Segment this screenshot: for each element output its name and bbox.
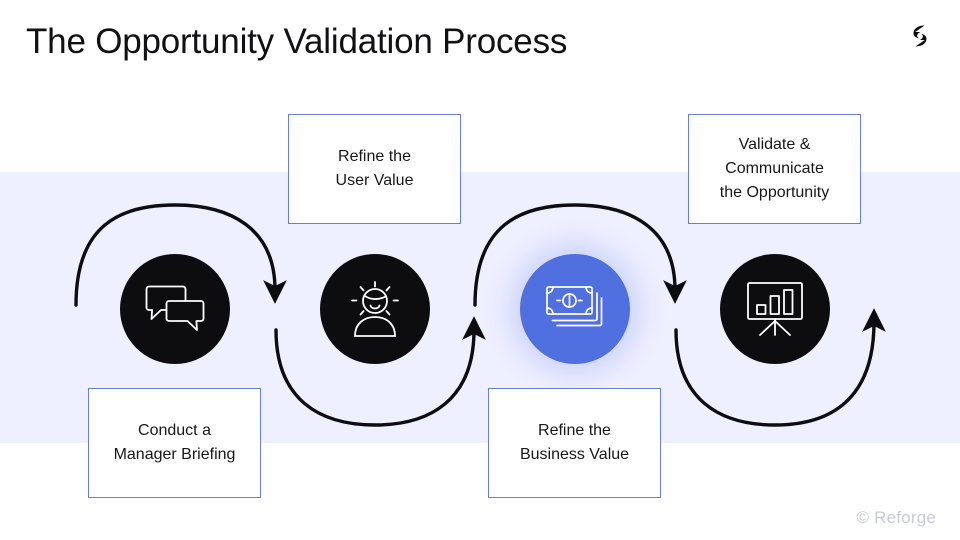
- step-label-text-4: Validate & Communicate the Opportunity: [719, 136, 830, 201]
- step-label-text-3: Refine the Business Value: [519, 422, 630, 463]
- copyright-watermark: © Reforge: [856, 508, 936, 527]
- step-label-box-1[interactable]: Conduct a Manager Briefing: [88, 388, 261, 498]
- step-icon-3[interactable]: [520, 254, 630, 364]
- reforge-logo: [904, 20, 936, 52]
- step-icon-4[interactable]: [720, 254, 830, 364]
- step-label-text-2: Refine the User Value: [335, 148, 414, 189]
- chat-bubbles-icon: [145, 281, 205, 337]
- happy-user-icon: [344, 279, 406, 339]
- step-label-box-2[interactable]: Refine the User Value: [288, 114, 461, 224]
- step-icon-2[interactable]: [320, 254, 430, 364]
- page-title: The Opportunity Validation Process: [26, 22, 568, 61]
- bar-chart-presentation-icon: [744, 280, 806, 338]
- step-icon-1[interactable]: [120, 254, 230, 364]
- step-label-text-1: Conduct a Manager Briefing: [113, 422, 236, 463]
- cash-stack-icon: [544, 282, 606, 336]
- step-label-box-4[interactable]: Validate & Communicate the Opportunity: [688, 114, 861, 224]
- step-label-box-3[interactable]: Refine the Business Value: [488, 388, 661, 498]
